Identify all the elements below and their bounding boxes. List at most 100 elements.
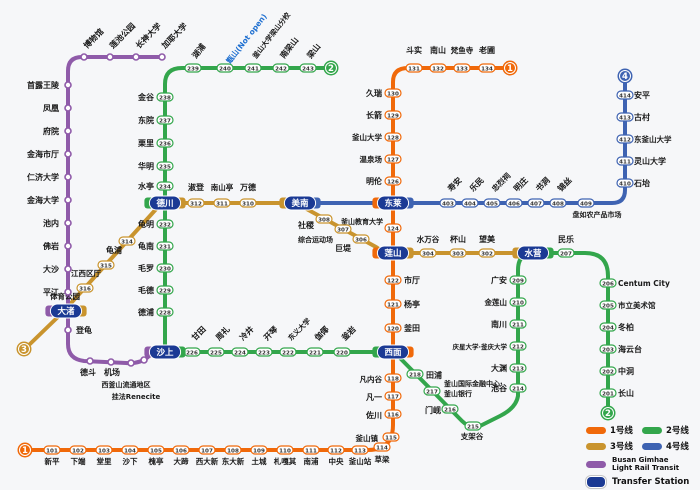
station-label: 栗里 xyxy=(138,139,154,148)
legend-line3-label: 3号线 xyxy=(610,442,633,452)
station-label: 下端 xyxy=(71,456,86,466)
station-marker xyxy=(156,161,174,171)
station-label: 釜山镇 xyxy=(355,433,379,443)
station-number: 129 xyxy=(387,113,399,119)
station-number: 101 xyxy=(46,448,58,454)
legend-transfer-label: Transfer Station xyxy=(612,477,690,487)
station-marker xyxy=(384,409,402,419)
legend-lrt-label-line1: Busan Gimhae xyxy=(612,456,669,464)
station-number: 116 xyxy=(387,412,399,418)
transfer-station xyxy=(148,344,182,360)
station-label: 沙下 xyxy=(123,457,138,466)
station-marker xyxy=(599,344,617,354)
station-marker xyxy=(147,445,165,455)
station-label: 新平 xyxy=(45,456,60,466)
station-label: 杨亭 xyxy=(404,299,420,309)
station-marker xyxy=(156,219,174,229)
station-number: 224 xyxy=(234,350,246,356)
transfer-station-label: 德川 xyxy=(156,198,173,209)
station-marker xyxy=(213,198,231,208)
station-marker xyxy=(449,248,467,258)
station-marker xyxy=(132,53,140,61)
station-marker xyxy=(616,90,634,100)
station-label: 支架谷 xyxy=(460,431,484,441)
station-label: 东大新 xyxy=(222,456,245,466)
station-number: 203 xyxy=(602,347,614,353)
station-marker xyxy=(156,263,174,273)
station-label: 毛德 xyxy=(138,285,154,295)
station-label: 釜山大学 xyxy=(351,132,382,142)
terminal-badge-ring xyxy=(619,70,631,82)
station-label: 西大新 xyxy=(196,456,219,466)
station-number: 120 xyxy=(387,326,399,332)
transfer-station xyxy=(49,303,83,319)
station-marker xyxy=(315,214,333,224)
transfer-station-label: 沙上 xyxy=(156,347,174,358)
terminal-badge-ring xyxy=(504,62,516,74)
terminal-badge-ring xyxy=(325,62,337,74)
legend-lrt-label-line2: Light Rail Transit xyxy=(612,464,680,472)
station-marker xyxy=(158,53,166,61)
transfer-station-label: 大渚 xyxy=(57,306,75,317)
station-label: 南山亭 xyxy=(211,182,234,192)
station-marker xyxy=(231,347,249,357)
station-number: 217 xyxy=(426,389,438,395)
station-number: 102 xyxy=(72,448,84,454)
station-label: 盘如农产品市场 xyxy=(573,210,622,219)
line4-color-swatch xyxy=(642,442,662,450)
station-label: Centum City xyxy=(618,279,670,288)
station-number: 201 xyxy=(602,391,614,397)
station-label: 庆星大学·釜庆大学 xyxy=(452,342,508,351)
station-marker xyxy=(384,88,402,98)
transfer-station-icon xyxy=(586,476,606,488)
station-number: 228 xyxy=(159,310,171,316)
station-label: 广安 xyxy=(491,275,507,285)
station-label: 东院 xyxy=(138,115,154,125)
station-number: 236 xyxy=(159,141,171,147)
station-marker xyxy=(453,63,471,73)
station-marker xyxy=(557,248,575,258)
station-label: 明伦 xyxy=(366,176,383,186)
legend-item-line3: 3号线 xyxy=(586,440,636,452)
station-marker xyxy=(156,285,174,295)
station-number: 232 xyxy=(159,222,171,228)
station-marker xyxy=(306,347,324,357)
station-marker xyxy=(461,198,479,208)
station-marker xyxy=(172,445,190,455)
station-marker xyxy=(599,322,617,332)
station-label: 南川 xyxy=(491,319,507,329)
station-label: 中央 xyxy=(329,456,344,466)
station-number: 237 xyxy=(159,118,171,124)
station-marker xyxy=(64,81,72,89)
station-number: 312 xyxy=(190,201,202,207)
station-marker xyxy=(599,388,617,398)
station-marker xyxy=(302,445,320,455)
station-marker xyxy=(429,63,447,73)
legend-row-transfer: Transfer Station xyxy=(586,476,698,488)
station-number: 209 xyxy=(512,278,524,284)
station-marker xyxy=(384,110,402,120)
legend-line4-label: 4号线 xyxy=(666,442,689,452)
station-label: 望美 xyxy=(479,234,496,244)
station-number: 407 xyxy=(530,201,542,207)
station-number: 215 xyxy=(467,424,479,430)
station-number: 231 xyxy=(159,244,171,250)
station-label: 江西区厅 xyxy=(71,268,101,278)
station-label: 梵鱼寺 xyxy=(451,45,474,55)
station-label: 石坮 xyxy=(633,178,650,188)
station-marker xyxy=(184,63,202,73)
station-marker xyxy=(43,445,61,455)
station-marker xyxy=(198,445,216,455)
station-number: 112 xyxy=(330,448,342,454)
station-number: 214 xyxy=(512,386,524,392)
station-marker xyxy=(527,198,545,208)
station-label: 釜山教育大学 xyxy=(340,217,383,226)
station-label: 佐川 xyxy=(365,410,382,420)
station-marker xyxy=(478,248,496,258)
transfer-station xyxy=(376,245,410,261)
station-label: 安平 xyxy=(634,90,650,100)
station-number: 108 xyxy=(227,448,239,454)
station-number: 105 xyxy=(150,448,162,454)
station-label: 斗实 xyxy=(406,45,422,55)
station-marker xyxy=(616,156,634,166)
